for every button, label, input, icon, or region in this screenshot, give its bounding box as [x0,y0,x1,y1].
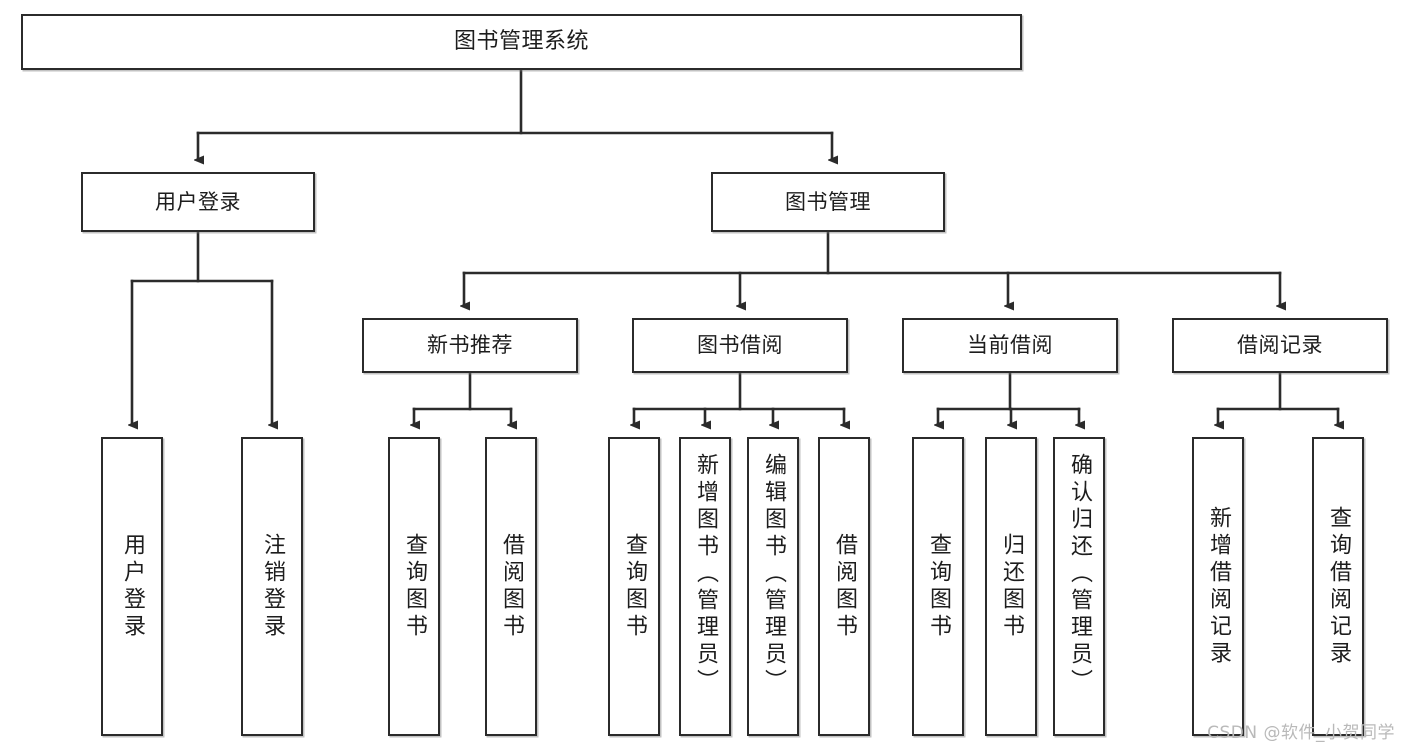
node-new-book-recommend[interactable]: 新书推荐 [362,318,578,373]
node-label: 当前借阅 [967,333,1053,358]
node-label: 查询图书 [926,532,951,641]
node-book-manage[interactable]: 图书管理 [711,172,945,232]
node-leaf-add-book-admin[interactable]: 新增图书（管理员） [679,437,731,736]
node-leaf-borrow-book-2[interactable]: 借阅图书 [818,437,870,736]
node-label: 确认归还（管理员） [1067,453,1092,696]
node-book-borrow[interactable]: 图书借阅 [632,318,848,373]
node-leaf-edit-book-admin[interactable]: 编辑图书（管理员） [747,437,799,736]
node-label: 图书管理系统 [453,29,589,55]
node-leaf-confirm-return-admin[interactable]: 确认归还（管理员） [1053,437,1105,736]
node-label: 图书管理 [785,189,871,214]
node-user-login[interactable]: 用户登录 [81,172,315,232]
node-label: 注销登录 [260,532,285,641]
node-label: 归还图书 [999,532,1024,641]
node-label: 新增借阅记录 [1206,505,1231,668]
node-leaf-query-book-1[interactable]: 查询图书 [388,437,440,736]
node-label: 借阅图书 [499,532,524,641]
node-label: 图书借阅 [697,333,783,358]
node-label: 新书推荐 [427,333,513,358]
node-borrow-record[interactable]: 借阅记录 [1172,318,1388,373]
node-label: 新增图书（管理员） [693,453,718,696]
node-leaf-logout[interactable]: 注销登录 [241,437,303,736]
node-label: 借阅图书 [832,532,857,641]
node-leaf-return-book[interactable]: 归还图书 [985,437,1037,736]
node-label: 查询图书 [622,532,647,641]
node-label: 编辑图书（管理员） [761,453,786,696]
node-leaf-add-borrow-record[interactable]: 新增借阅记录 [1192,437,1244,736]
node-label: 借阅记录 [1237,333,1323,358]
node-label: 用户登录 [155,189,241,214]
node-leaf-borrow-book-1[interactable]: 借阅图书 [485,437,537,736]
node-current-borrow[interactable]: 当前借阅 [902,318,1118,373]
node-label: 用户登录 [120,532,145,641]
node-root-system[interactable]: 图书管理系统 [21,14,1022,70]
node-label: 查询图书 [402,532,427,641]
node-leaf-query-borrow-record[interactable]: 查询借阅记录 [1312,437,1364,736]
node-label: 查询借阅记录 [1326,505,1351,668]
node-leaf-query-book-3[interactable]: 查询图书 [912,437,964,736]
node-leaf-query-book-2[interactable]: 查询图书 [608,437,660,736]
node-leaf-user-login[interactable]: 用户登录 [101,437,163,736]
